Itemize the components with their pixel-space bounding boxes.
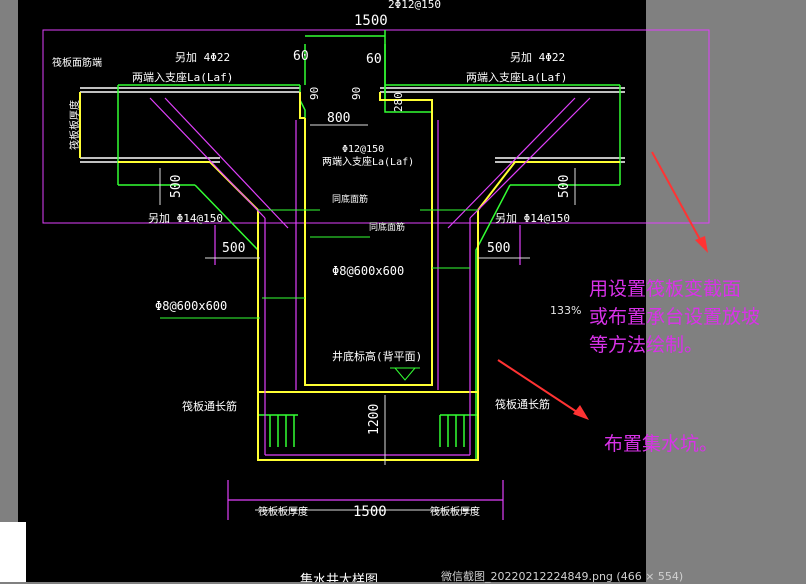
label-phi8-right: Φ8@600x600 bbox=[332, 264, 404, 278]
dim-1500-bottom: 1500 bbox=[353, 504, 387, 520]
dim-500-right-v: 500 bbox=[557, 175, 572, 198]
zoom-level: 133% bbox=[550, 304, 582, 317]
label-raft-thickness: 筏板板厚度 bbox=[68, 100, 81, 150]
label-title: 集水井大样图 bbox=[300, 572, 378, 582]
label-anchor-right: 两端入支座La(Laf) bbox=[466, 70, 567, 84]
label-mid-bar: Φ12@150 bbox=[342, 144, 384, 155]
label-anchor-left: 两端入支座La(Laf) bbox=[132, 70, 233, 84]
note-line-2: 或布置承台设置放坡 bbox=[589, 306, 761, 328]
dim-500-right-h: 500 bbox=[487, 241, 510, 256]
leader-lines bbox=[160, 209, 478, 381]
label-extra-14-right: 另加 Φ14@150 bbox=[495, 212, 570, 225]
label-same-bar: 同底面筋 bbox=[332, 193, 368, 205]
label-mid-anchor: 两端入支座La(Laf) bbox=[322, 155, 414, 168]
dim-90-left: 90 bbox=[308, 87, 321, 100]
label-raft-bottom-right: 筏板通长筋 bbox=[495, 397, 550, 411]
label-well-bottom: 井底标高(背平面) bbox=[332, 349, 422, 363]
dimension-lines bbox=[159, 124, 576, 511]
dim-90-right: 90 bbox=[350, 87, 363, 100]
dim-1500-top: 1500 bbox=[354, 13, 388, 29]
label-same-bar2: 同底面筋 bbox=[369, 221, 405, 233]
dim-60-left: 60 bbox=[293, 49, 309, 64]
note-line-4: 布置集水坑。 bbox=[604, 433, 719, 455]
section-frame bbox=[42, 29, 710, 224]
note-line-3: 等方法绘制。 bbox=[589, 334, 704, 356]
annotation-arrows bbox=[497, 151, 708, 420]
dim-1200: 1200 bbox=[367, 404, 382, 435]
dim-800: 800 bbox=[327, 111, 350, 126]
dim-60-right: 60 bbox=[366, 52, 382, 67]
drawing-background bbox=[18, 0, 646, 582]
corner-patch bbox=[0, 522, 26, 582]
label-extra-right: 另加 4Φ22 bbox=[510, 51, 565, 64]
dim-500-left-h: 500 bbox=[222, 241, 245, 256]
label-thick-left: 筏板板厚度 bbox=[258, 505, 308, 518]
label-phi8-left: Φ8@600x600 bbox=[155, 299, 227, 313]
label-extra-left: 另加 4Φ22 bbox=[175, 51, 230, 64]
file-info: 微信截图_20220212224849.png (466 × 554) bbox=[441, 570, 684, 583]
dim-top: 2Φ12@150 bbox=[388, 0, 441, 11]
label-extra-14-left: 另加 Φ14@150 bbox=[148, 212, 223, 225]
note-line-1: 用设置筏板变截面 bbox=[589, 278, 742, 300]
label-raft-bottom-left: 筏板通长筋 bbox=[182, 399, 237, 413]
label-thick-right: 筏板板厚度 bbox=[430, 505, 480, 518]
dim-500-left-v: 500 bbox=[169, 175, 184, 198]
drawing-labels: 1500 2Φ12@150 60 60 90 90 800 280 500 50… bbox=[52, 0, 572, 582]
dim-280: 280 bbox=[392, 92, 405, 112]
label-raft-top-bar: 筏板面筋端 bbox=[52, 56, 102, 69]
rebar-lines bbox=[149, 97, 591, 520]
